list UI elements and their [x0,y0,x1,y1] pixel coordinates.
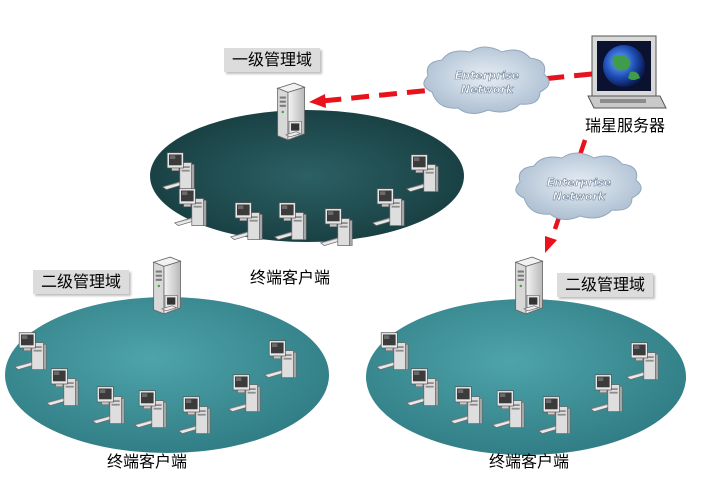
server-icon [153,256,182,315]
cloud-icon: Enterprise Network [423,46,550,114]
server-icon [277,82,306,141]
top-domain-label: 一级管理域 [224,48,321,72]
globe-monitor-icon [587,35,667,109]
cloud2-line1: Enterprise [547,176,612,189]
arrow-to-right-domain [545,139,588,253]
left-domain-ellipse [5,297,329,453]
server-label: 瑞星服务器 [585,116,666,135]
cloud1-line1: Enterprise [455,69,520,82]
server-icon [515,256,544,315]
client-label-top: 终端客户端 [250,268,331,287]
cloud2-line2: Network [553,190,606,203]
cloud-icon: Enterprise Network [515,152,642,220]
cloud1-line2: Network [461,83,514,96]
left-domain-label: 二级管理域 [33,270,130,294]
client-label-left: 终端客户端 [107,452,188,471]
right-domain-ellipse [366,299,686,455]
client-label-right: 终端客户端 [489,452,570,471]
top-domain-ellipse [150,110,464,242]
right-domain-label: 二级管理域 [557,273,654,297]
